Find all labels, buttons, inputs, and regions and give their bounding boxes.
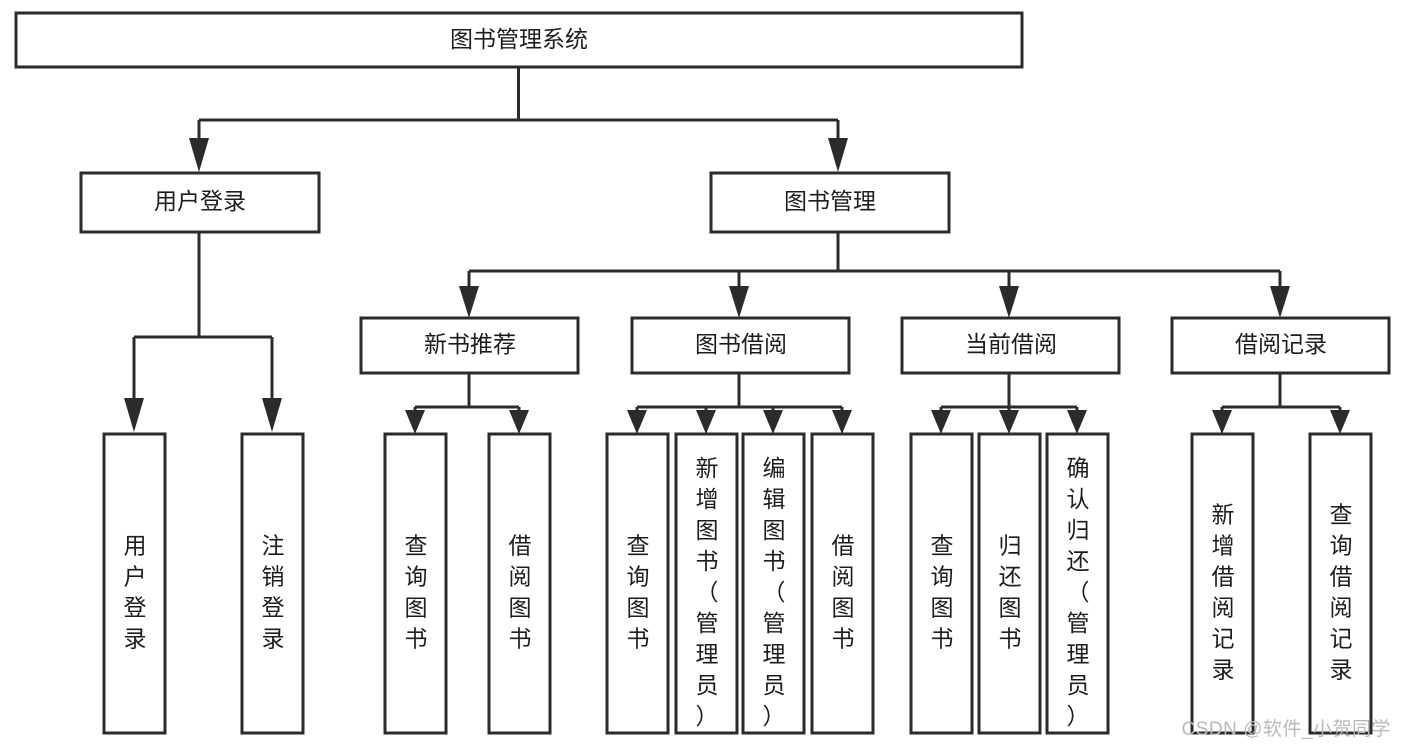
node-leaf-add-book[interactable]: 新增图书（管理员） — [674, 432, 739, 735]
node-leaf-user-logout[interactable]: 注销登录 — [240, 432, 305, 735]
arrow-currentborrow-leaf-1 — [931, 410, 951, 434]
node-leaf-query-book-1[interactable]: 查询图书 — [383, 432, 448, 735]
node-leaf-query-book-3-box[interactable] — [909, 432, 974, 735]
node-new-book-recommend[interactable]: 新书推荐 — [359, 316, 580, 375]
node-leaf-return-book-label: 归还图书 — [999, 533, 1022, 652]
node-leaf-add-book-label: 新增图书（管理员） — [696, 455, 719, 729]
arrow-currentborrow-leaf-3 — [1067, 410, 1087, 434]
node-root-box[interactable] — [14, 11, 1024, 69]
node-user-login-box[interactable] — [79, 171, 321, 234]
node-leaf-query-book-1-label: 查询图书 — [405, 533, 428, 652]
node-leaf-borrow-book-1-label: 借阅图书 — [509, 533, 532, 652]
node-leaf-confirm-return-label: 确认归还（管理员） — [1067, 455, 1090, 729]
node-leaf-confirm-return-box[interactable] — [1045, 432, 1110, 735]
node-leaf-query-book-3-label: 查询图书 — [931, 533, 954, 652]
node-leaf-borrow-book-2[interactable]: 借阅图书 — [810, 432, 875, 735]
node-current-borrow-label: 当前借阅 — [965, 331, 1057, 357]
arrow-bookmanage-to-newbook — [459, 286, 479, 318]
node-leaf-query-record-box[interactable] — [1308, 432, 1373, 735]
arrow-bookmanage-to-bookborrow — [729, 286, 749, 318]
node-book-borrow-label: 图书借阅 — [695, 331, 787, 357]
node-current-borrow-box[interactable] — [900, 316, 1121, 375]
node-new-book-recommend-label: 新书推荐 — [424, 331, 516, 357]
node-user-login[interactable]: 用户登录 — [79, 171, 321, 234]
arrow-bookmanage-to-borrowrecord — [1270, 286, 1290, 318]
node-root[interactable]: 图书管理系统 — [14, 11, 1024, 69]
node-current-borrow[interactable]: 当前借阅 — [900, 316, 1121, 375]
arrow-bookborrow-leaf-3 — [763, 410, 783, 434]
node-new-book-recommend-box[interactable] — [359, 316, 580, 375]
node-leaf-user-login[interactable]: 用户登录 — [102, 432, 167, 735]
node-book-manage[interactable]: 图书管理 — [709, 171, 951, 234]
node-book-borrow-box[interactable] — [630, 316, 851, 375]
node-leaf-edit-book-label: 编辑图书（管理员） — [763, 455, 786, 729]
node-leaf-user-logout-box[interactable] — [240, 432, 305, 735]
node-leaf-query-record-label: 查询借阅记录 — [1330, 502, 1353, 683]
connector-layer — [124, 67, 1350, 434]
arrow-borrowrecord-leaf-1 — [1212, 410, 1232, 434]
node-book-borrow[interactable]: 图书借阅 — [630, 316, 851, 375]
node-borrow-record-box[interactable] — [1170, 316, 1391, 375]
arrow-currentborrow-leaf-2 — [999, 410, 1019, 434]
node-leaf-add-record[interactable]: 新增借阅记录 — [1190, 432, 1255, 735]
node-leaf-user-login-box[interactable] — [102, 432, 167, 735]
arrow-bookborrow-leaf-2 — [696, 410, 716, 434]
node-borrow-record[interactable]: 借阅记录 — [1170, 316, 1391, 375]
node-leaf-add-book-box[interactable] — [674, 432, 739, 735]
node-user-login-label: 用户登录 — [154, 188, 246, 214]
arrow-bookborrow-leaf-4 — [832, 410, 852, 434]
node-root-label: 图书管理系统 — [450, 26, 588, 52]
node-leaf-user-logout-label: 注销登录 — [262, 533, 285, 652]
node-leaf-query-book-2-box[interactable] — [605, 432, 670, 735]
node-leaf-return-book-box[interactable] — [977, 432, 1042, 735]
node-borrow-record-label: 借阅记录 — [1235, 331, 1327, 357]
arrow-bookborrow-leaf-1 — [627, 410, 647, 434]
arrow-root-to-user-login — [189, 138, 209, 172]
node-leaf-add-record-label: 新增借阅记录 — [1212, 502, 1235, 683]
node-book-manage-box[interactable] — [709, 171, 951, 234]
node-book-manage-label: 图书管理 — [784, 188, 876, 214]
arrow-newbook-leaf-2 — [509, 410, 529, 434]
node-leaf-query-record[interactable]: 查询借阅记录 — [1308, 432, 1373, 735]
arrow-userlogin-leaf-1 — [124, 398, 144, 432]
node-leaf-add-record-box[interactable] — [1190, 432, 1255, 735]
node-leaf-return-book[interactable]: 归还图书 — [977, 432, 1042, 735]
node-leaf-borrow-book-1[interactable]: 借阅图书 — [487, 432, 552, 735]
node-leaf-edit-book-box[interactable] — [741, 432, 806, 735]
node-leaf-borrow-book-2-box[interactable] — [810, 432, 875, 735]
arrow-newbook-leaf-1 — [405, 410, 425, 434]
node-leaf-edit-book[interactable]: 编辑图书（管理员） — [741, 432, 806, 735]
node-leaf-query-book-2[interactable]: 查询图书 — [605, 432, 670, 735]
node-leaf-confirm-return[interactable]: 确认归还（管理员） — [1045, 432, 1110, 735]
node-leaf-borrow-book-2-label: 借阅图书 — [832, 533, 855, 652]
node-leaf-query-book-2-label: 查询图书 — [627, 533, 650, 652]
arrow-bookmanage-to-currentborrow — [999, 286, 1019, 318]
arrow-borrowrecord-leaf-2 — [1330, 410, 1350, 434]
node-leaf-borrow-book-1-box[interactable] — [487, 432, 552, 735]
node-leaf-user-login-label: 用户登录 — [124, 533, 147, 652]
arrow-userlogin-leaf-2 — [262, 398, 282, 432]
arrow-root-to-book-manage — [828, 138, 848, 172]
node-leaf-query-book-3[interactable]: 查询图书 — [909, 432, 974, 735]
node-leaf-query-book-1-box[interactable] — [383, 432, 448, 735]
